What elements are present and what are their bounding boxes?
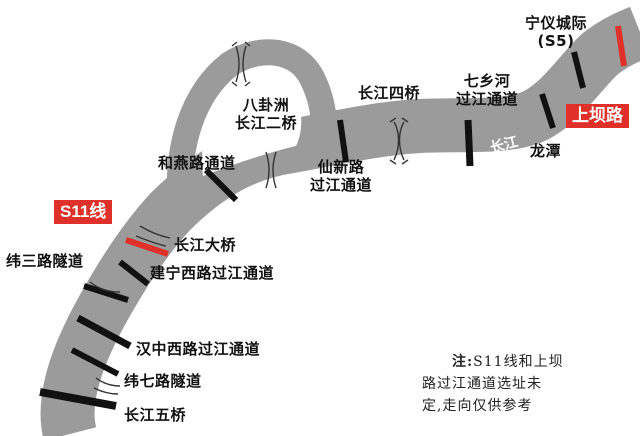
bridge-symbols [89, 41, 409, 395]
note-line1: 注:S11线和上坝 [452, 352, 564, 373]
note-line3: 定,走向仅供参考 [422, 398, 533, 414]
river-north-branch [166, 39, 337, 209]
bagua-island [201, 72, 302, 176]
crossing-xianxin [337, 119, 349, 163]
label-hanzhong: 汉中西路过江通道 [136, 340, 261, 358]
existing-crossings [39, 51, 586, 410]
crossing-shangbalu [615, 25, 627, 67]
note-line2: 路过江通道选址未 [422, 376, 542, 392]
label-longtan: 龙潭 [530, 142, 562, 160]
label-bagua-line1: 八卦洲 [242, 96, 290, 114]
crossing-hanzhong [76, 314, 132, 350]
crossing-changjiang5 [39, 388, 117, 410]
label-ningyi-line2: (S5) [537, 32, 575, 50]
crossing-longtan [539, 93, 556, 129]
label-weiqi: 纬七路隧道 [124, 372, 202, 390]
label-bagua: 八卦洲 长江二桥 [226, 96, 306, 132]
crossing-s11 [125, 237, 169, 257]
label-weisan: 纬三路隧道 [6, 252, 84, 270]
label-changjiang4: 长江四桥 [358, 84, 421, 102]
label-changjiang5: 长江五桥 [124, 406, 187, 424]
planned-crossings [125, 25, 627, 257]
crossing-jianning [118, 259, 150, 287]
label-jianning: 建宁西路过江通道 [150, 264, 275, 282]
crossing-weisan [83, 283, 129, 303]
bridge-bagua-er-icon [231, 41, 251, 87]
bridge-hanzhong-icon [89, 281, 121, 293]
label-qixiang-line1: 七乡河 [463, 72, 511, 90]
label-ningyi: 宁仪城际 (S5) [512, 14, 600, 50]
bridge-changjiang-daqiao-icon [135, 225, 171, 247]
label-qixiang: 七乡河 过江通道 [442, 72, 532, 108]
crossing-qixiang [464, 119, 474, 167]
note-head: 注: [452, 354, 474, 370]
label-xianxin-line1: 仙新路 [317, 158, 365, 176]
note-text-line1: S11线和上坝 [473, 354, 564, 370]
bridge-bagua-er-south-icon [265, 151, 277, 189]
river [40, 6, 640, 436]
label-heyan: 和燕路通道 [158, 154, 236, 172]
label-xianxin: 仙新路 过江通道 [300, 158, 382, 194]
crossing-heyan [203, 167, 239, 203]
label-xianxin-line2: 过江通道 [309, 176, 372, 194]
bridge-changjiang4-icon [389, 117, 409, 165]
label-changjiang-daqiao: 长江大桥 [174, 236, 237, 254]
label-qixiang-line2: 过江通道 [455, 90, 518, 108]
shangbalu-badge: 上坝路 [566, 104, 629, 128]
label-bagua-line2: 长江二桥 [234, 114, 297, 132]
label-ningyi-line1: 宁仪城际 [524, 14, 587, 32]
bridge-weiqi-icon [93, 377, 121, 395]
s11-line-badge: S11线 [54, 200, 113, 224]
crossing-ningyi-s5 [571, 51, 586, 89]
crossing-weiqi [70, 347, 120, 377]
